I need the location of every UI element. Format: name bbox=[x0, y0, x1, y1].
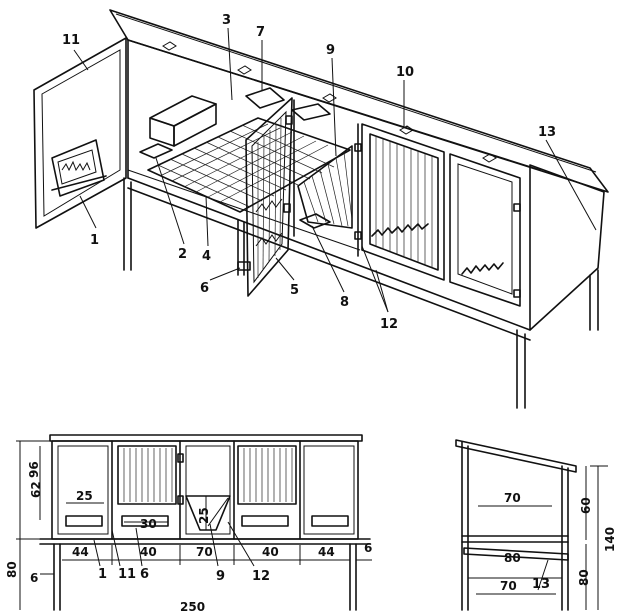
dim-40-left: 40 bbox=[140, 545, 157, 559]
label-11: 11 bbox=[62, 33, 80, 48]
dim-80-front: 80 bbox=[5, 561, 19, 578]
front-label-6: 6 bbox=[140, 567, 149, 582]
label-3: 3 bbox=[222, 13, 231, 28]
dim-70-side-top: 70 bbox=[504, 491, 521, 505]
dim-96: 96 bbox=[27, 461, 41, 478]
dim-140: 140 bbox=[603, 527, 617, 552]
label-2: 2 bbox=[178, 247, 187, 262]
dim-80-side: 80 bbox=[577, 569, 591, 586]
open-mesh-door bbox=[245, 97, 293, 297]
end-panel bbox=[529, 164, 605, 331]
front-label-11: 11 bbox=[118, 567, 136, 582]
dim-80-diag: 80 bbox=[504, 551, 521, 565]
mesh-grid bbox=[157, 123, 335, 208]
label-4: 4 bbox=[202, 249, 211, 264]
dim-total-width: 250 bbox=[180, 600, 205, 611]
dim-6-left: 6 bbox=[30, 571, 38, 585]
dim-44-left: 44 bbox=[72, 545, 89, 559]
side-label-13: 13 bbox=[532, 577, 550, 592]
front-label-1: 1 bbox=[98, 567, 107, 582]
label-12: 12 bbox=[380, 317, 398, 332]
dim-6-right: 6 bbox=[364, 541, 372, 555]
label-6: 6 bbox=[200, 281, 209, 296]
dim-25-feeder: 25 bbox=[76, 489, 93, 503]
perspective-view: 11 3 7 9 10 13 1 2 4 6 5 8 12 bbox=[33, 9, 609, 409]
dim-44-right: 44 bbox=[318, 545, 335, 559]
dim-30: 30 bbox=[140, 517, 157, 531]
dim-25-hay: 25 bbox=[197, 507, 211, 524]
side-view: 70 60 140 80 13 80 70 bbox=[455, 439, 617, 611]
dim-62: 62 bbox=[29, 481, 43, 498]
open-door-11 bbox=[33, 37, 127, 229]
dim-70-front: 70 bbox=[196, 545, 213, 559]
front-label-12: 12 bbox=[252, 569, 270, 584]
label-13: 13 bbox=[538, 125, 556, 140]
mesh-door-12 bbox=[361, 123, 445, 281]
dim-40-right: 40 bbox=[262, 545, 279, 559]
dim-60: 60 bbox=[579, 497, 593, 514]
label-10: 10 bbox=[396, 65, 414, 80]
label-1: 1 bbox=[90, 233, 99, 248]
label-5: 5 bbox=[290, 283, 299, 298]
roof-panel bbox=[109, 9, 609, 193]
dim-70-side-bottom: 70 bbox=[500, 579, 517, 593]
right-door bbox=[449, 153, 521, 307]
hay-manger bbox=[297, 145, 353, 229]
label-7: 7 bbox=[256, 25, 265, 40]
front-label-9: 9 bbox=[216, 569, 225, 584]
mesh-floor bbox=[147, 117, 351, 213]
label-8: 8 bbox=[340, 295, 349, 310]
label-9: 9 bbox=[326, 43, 335, 58]
front-view: 96 62 80 6 6 25 30 25 44 40 70 40 44 1 1… bbox=[5, 434, 372, 611]
